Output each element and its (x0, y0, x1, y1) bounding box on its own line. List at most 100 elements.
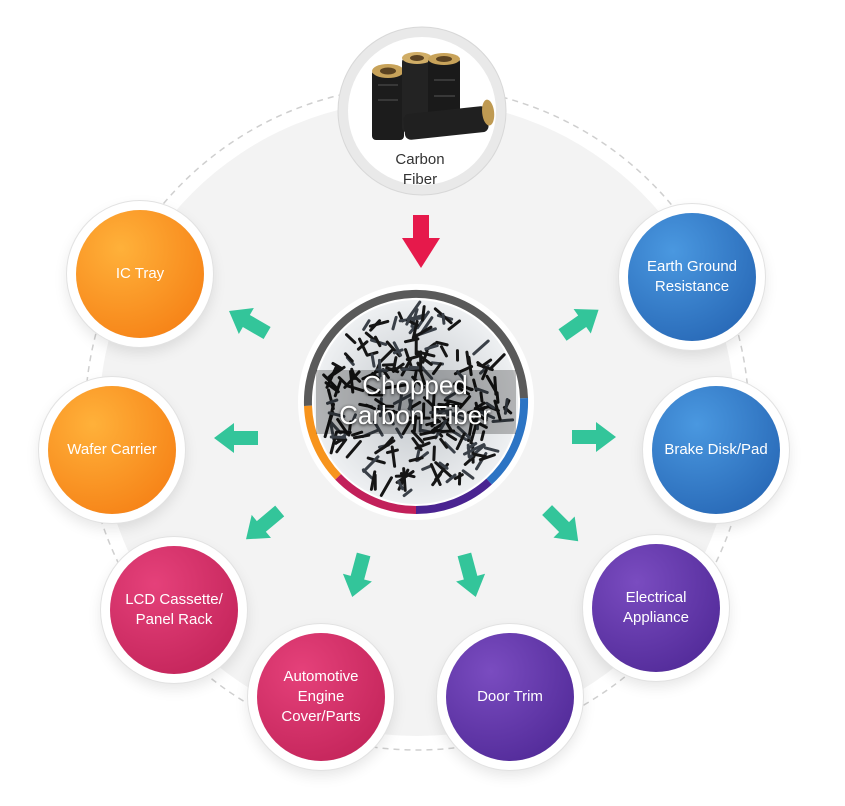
fiber-piece (362, 319, 371, 331)
fiber-piece (424, 344, 439, 351)
fiber-piece (458, 395, 472, 409)
fiber-piece (326, 398, 339, 405)
node-earth-ground-label: Earth Ground Resistance (646, 258, 738, 295)
node-brake: Brake Disk/Pad (652, 386, 780, 514)
green-arrow (229, 308, 271, 340)
fiber-piece (474, 401, 480, 413)
fiber-piece (485, 401, 496, 410)
fiber-piece (434, 461, 454, 479)
node-ic-tray: IC Tray (76, 210, 204, 338)
fiber-piece (493, 399, 502, 421)
node-door-trim-label: Door Trim (477, 688, 543, 705)
fiber-piece (327, 411, 346, 418)
node-automotive-label: Automotive Engine Cover/Parts (281, 668, 361, 725)
fiber-piece (384, 383, 407, 390)
red-down-arrow (402, 215, 440, 268)
fiber-piece (404, 348, 413, 368)
fiber-piece (402, 467, 407, 492)
node-lcd-cassette: LCD Cassette/ Panel Rack (110, 546, 238, 674)
green-arrow (558, 308, 599, 341)
fiber-piece (358, 337, 369, 357)
fiber-piece (358, 402, 374, 409)
fiber-piece (370, 353, 376, 368)
fiber-piece (326, 366, 341, 380)
node-earth-ground: Earth Ground Resistance (628, 213, 756, 341)
fiber-piece (439, 437, 449, 449)
fiber-piece (441, 312, 446, 325)
fiber-piece (456, 425, 471, 440)
fiber-piece (385, 366, 400, 374)
fiber-piece (430, 418, 440, 428)
green-arrow (246, 505, 285, 540)
fiber-piece (374, 335, 382, 348)
fiber-piece (483, 446, 500, 453)
fiber-piece (472, 419, 488, 429)
fiber-piece (419, 428, 441, 436)
fiber-piece (455, 432, 466, 451)
fiber-piece (480, 430, 486, 442)
fiber-piece (440, 414, 453, 432)
fiber-piece (447, 319, 462, 331)
fiber-piece (395, 427, 404, 439)
fiber-piece (390, 445, 397, 468)
fiber-piece (476, 363, 494, 372)
fiber-piece (472, 339, 490, 356)
fiber-piece (445, 432, 458, 441)
fiber-piece (422, 396, 441, 414)
fiber-piece (438, 461, 449, 470)
fiber-piece (474, 387, 489, 395)
fiber-piece (445, 473, 457, 484)
fiber-piece (478, 453, 496, 462)
fiber-piece (344, 383, 365, 393)
fiber-piece (337, 430, 352, 434)
fiber-piece (472, 452, 488, 459)
fiber-piece (392, 392, 414, 406)
fiber-piece (324, 381, 340, 394)
fiber-piece (369, 470, 377, 491)
fiber-piece (443, 398, 463, 406)
fiber-piece (443, 441, 456, 454)
fiber-piece (440, 429, 456, 434)
fiber-piece (343, 352, 354, 363)
fiber-piece (485, 374, 497, 393)
fiber-piece (345, 440, 362, 459)
fiber-piece (401, 420, 412, 436)
fiber-piece (374, 398, 387, 408)
fiber-piece (452, 382, 474, 391)
fiber-piece (392, 341, 403, 357)
green-arrow (342, 552, 372, 597)
node-electrical-label: Electrical Appliance (623, 589, 689, 626)
fiber-piece (364, 331, 376, 342)
fiber-piece (353, 433, 371, 440)
chopped-fiber-pieces (316, 300, 516, 498)
fiber-piece (410, 429, 425, 444)
fiber-piece (454, 384, 471, 396)
fiber-piece (466, 441, 478, 450)
fiber-piece (375, 368, 389, 373)
fiber-piece (455, 370, 466, 382)
fiber-piece (461, 469, 475, 480)
fiber-piece (374, 439, 396, 455)
fiber-piece (421, 464, 433, 471)
fiber-piece (402, 488, 413, 498)
fiber-piece (411, 319, 419, 340)
fiber-piece (503, 398, 509, 415)
fiber-piece (343, 370, 361, 389)
fiber-piece (361, 371, 376, 381)
fiber-piece (390, 409, 396, 421)
fiber-piece (432, 445, 436, 462)
fiber-piece (431, 362, 443, 376)
fiber-piece (377, 358, 382, 378)
fiber-piece (397, 479, 405, 491)
node-ic-tray-label: IC Tray (115, 265, 165, 282)
fiber-piece (421, 305, 426, 322)
fiber-piece (406, 300, 422, 321)
green-arrow (542, 505, 579, 542)
fiber-piece (488, 353, 506, 371)
center-ring (303, 290, 529, 515)
fiber-piece (491, 418, 515, 423)
fiber-piece (439, 345, 448, 358)
fiber-piece (473, 411, 488, 422)
fiber-piece (329, 430, 339, 455)
